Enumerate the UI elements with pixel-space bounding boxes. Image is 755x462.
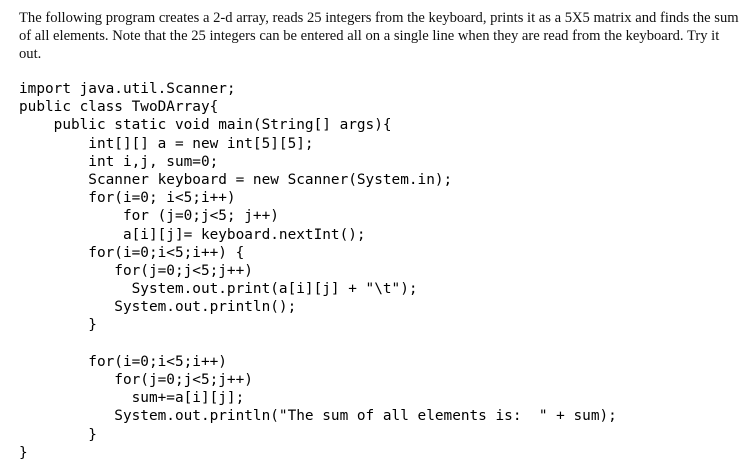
code-block: import java.util.Scanner; public class Tw… xyxy=(19,80,617,462)
code-line: System.out.println(); xyxy=(19,299,297,316)
code-line: sum+=a[i][j]; xyxy=(19,390,245,407)
code-line: System.out.println("The sum of all eleme… xyxy=(19,408,617,425)
code-line xyxy=(19,335,617,353)
code-line: } xyxy=(19,426,97,443)
code-line: for(i=0; i<5;i++) xyxy=(19,190,236,207)
code-line: for(i=0;i<5;i++) { xyxy=(19,244,245,261)
code-line: for(j=0;j<5;j++) xyxy=(19,372,253,388)
code-line: int[][] a = new int[5][5]; xyxy=(19,135,314,152)
code-line: System.out.print(a[i][j] + "\t"); xyxy=(19,281,418,298)
code-line: a[i][j]= keyboard.nextInt(); xyxy=(19,226,366,243)
code-line: } xyxy=(19,444,28,461)
code-line: for (j=0;j<5; j++) xyxy=(19,208,279,225)
code-line: public static void main(String[] args){ xyxy=(19,117,392,134)
intro-paragraph: The following program creates a 2-d arra… xyxy=(19,10,739,62)
code-line: import java.util.Scanner; xyxy=(19,81,236,97)
code-line: public class TwoDArray{ xyxy=(19,99,219,116)
code-line: } xyxy=(19,317,97,334)
code-line: for(i=0;i<5;i++) xyxy=(19,353,227,370)
code-line: Scanner keyboard = new Scanner(System.in… xyxy=(19,171,453,188)
code-line: int i,j, sum=0; xyxy=(19,153,219,170)
code-line: for(j=0;j<5;j++) xyxy=(19,262,253,279)
